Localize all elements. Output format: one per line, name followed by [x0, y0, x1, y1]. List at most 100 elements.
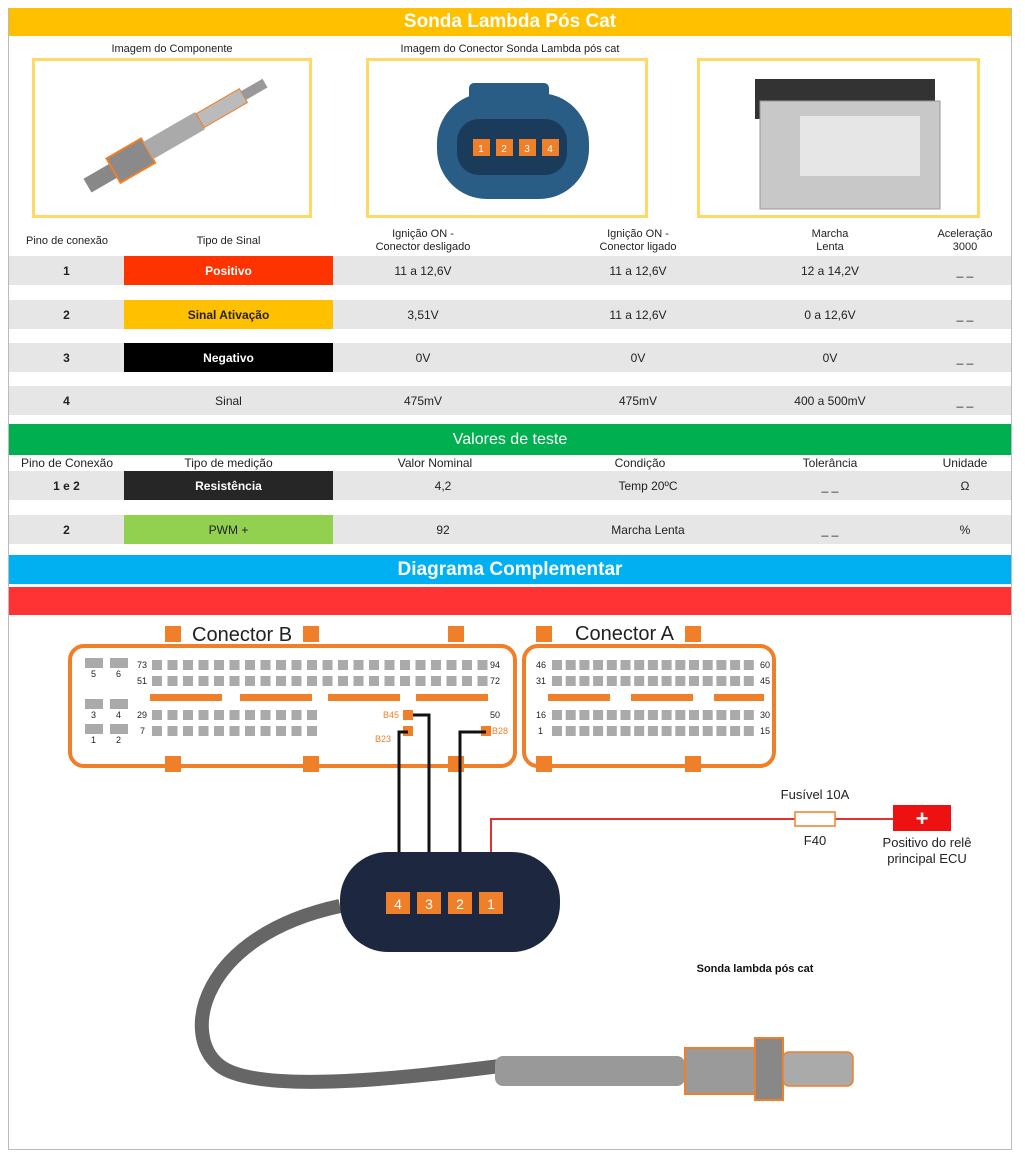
ecu-pin	[291, 710, 302, 720]
ecu-pin	[183, 660, 193, 670]
ecu-pin	[477, 660, 488, 670]
ecu-pin	[702, 676, 713, 686]
row-label: 72	[490, 676, 500, 686]
ecu-pin	[730, 660, 741, 670]
ecu-pin	[716, 660, 727, 670]
ecu-pin	[647, 660, 658, 670]
ecu-pin	[477, 676, 488, 686]
ecu-pin	[689, 726, 699, 736]
fuse-label: Fusível 10A	[781, 787, 850, 802]
ecu-pin	[260, 660, 271, 670]
sensor-pin-label: 1	[487, 896, 495, 912]
aux-pin	[110, 724, 128, 734]
wire	[397, 730, 408, 886]
ecu-icon	[755, 79, 941, 210]
ecu-pin	[675, 660, 686, 670]
test-header: Pino de Conexão	[20, 456, 114, 470]
ecu-pin	[307, 660, 317, 670]
aux-pin	[85, 658, 103, 668]
test-pin-cell: 2	[63, 522, 70, 537]
ecu-pin	[229, 676, 240, 686]
test-condition-cell: Temp 20ºC	[618, 478, 678, 493]
ecu-pin	[606, 726, 617, 736]
ecu-pin	[552, 726, 562, 736]
ecu-pin	[579, 660, 590, 670]
test-type-cell: PWM +	[124, 515, 333, 544]
ecu-pin	[620, 676, 631, 686]
ecu-pin	[214, 710, 224, 720]
ecu-pin	[743, 726, 754, 736]
ecu-pin	[675, 726, 686, 736]
relay-label: principal ECU	[887, 851, 966, 866]
signal-type-cell: Sinal Ativação	[124, 300, 333, 329]
idle-cell: 400 a 500mV	[794, 393, 866, 408]
pin-cell: 4	[63, 393, 70, 408]
ecu-pin	[446, 660, 457, 670]
ecu-pin	[183, 710, 193, 720]
sensor-pin	[386, 892, 410, 914]
ecu-pin	[167, 676, 178, 686]
relay-label: Positivo do relê	[883, 835, 972, 850]
ecu-pin	[291, 660, 302, 670]
pin-b45	[403, 710, 413, 720]
connector-pin-label: 4	[547, 144, 553, 155]
ign-off-cell: 475mV	[403, 393, 443, 408]
ecu-pin	[620, 726, 631, 736]
connector-key	[328, 694, 400, 701]
header-signal-type: Tipo de Sinal	[196, 235, 261, 247]
red-banner	[9, 587, 1011, 615]
row-label: 94	[490, 660, 500, 670]
diagram-title: Diagrama Complementar	[9, 555, 1011, 584]
row-label: 29	[137, 710, 147, 720]
ecu-pin	[384, 676, 395, 686]
test-unit-cell: Ω	[960, 478, 970, 493]
ecu-pin	[198, 660, 209, 670]
test-nominal-cell: 4,2	[434, 478, 452, 493]
row-label: 16	[536, 710, 546, 720]
signal-type-cell: Negativo	[124, 343, 333, 372]
ecu-pin	[716, 726, 727, 736]
ecu-pin	[276, 726, 286, 736]
sensor-nut	[754, 1037, 784, 1101]
connector-pin	[542, 139, 559, 156]
header-ign-off: Ignição ON - Conector desligado	[375, 228, 471, 253]
ecu-pin	[369, 676, 379, 686]
ecu-pin	[702, 710, 713, 720]
ecu-pin	[647, 726, 658, 736]
test-header: Unidade	[942, 456, 988, 470]
ecu-pin	[276, 660, 286, 670]
aux-pin	[85, 724, 103, 734]
test-header: Valor Nominal	[397, 456, 473, 470]
connector-b-tab	[448, 756, 464, 772]
ecu-pin	[661, 726, 672, 736]
connector-key	[240, 694, 312, 701]
ecu-pin	[353, 660, 364, 670]
ecu-pin	[462, 660, 472, 670]
connector-b-tab	[448, 626, 464, 642]
ecu-pin	[431, 660, 441, 670]
ecu-pin	[661, 660, 672, 670]
ecu-pin	[634, 660, 645, 670]
ecu-pin	[606, 710, 617, 720]
pin-cell: 3	[63, 350, 70, 365]
header-ign-on: Ignição ON - Conector ligado	[599, 228, 677, 253]
connector-b-tab	[165, 756, 181, 772]
row-label: 15	[760, 726, 770, 736]
ecu-pin	[675, 676, 686, 686]
connector-pin	[519, 139, 536, 156]
ecu-pin	[593, 726, 604, 736]
sensor-pin	[448, 892, 472, 914]
ecu-pin	[579, 710, 590, 720]
accel-cell: _ _	[956, 263, 974, 278]
connector-b-tab	[303, 756, 319, 772]
ecu-pin	[716, 676, 727, 686]
pin-b28-label: B28	[492, 726, 508, 736]
ign-off-cell: 0V	[415, 350, 431, 365]
ecu-pin	[167, 710, 178, 720]
test-header: Condição	[614, 456, 666, 470]
ecu-pin	[579, 726, 590, 736]
connector-a-tab	[536, 626, 552, 642]
ecu-pin	[183, 726, 193, 736]
